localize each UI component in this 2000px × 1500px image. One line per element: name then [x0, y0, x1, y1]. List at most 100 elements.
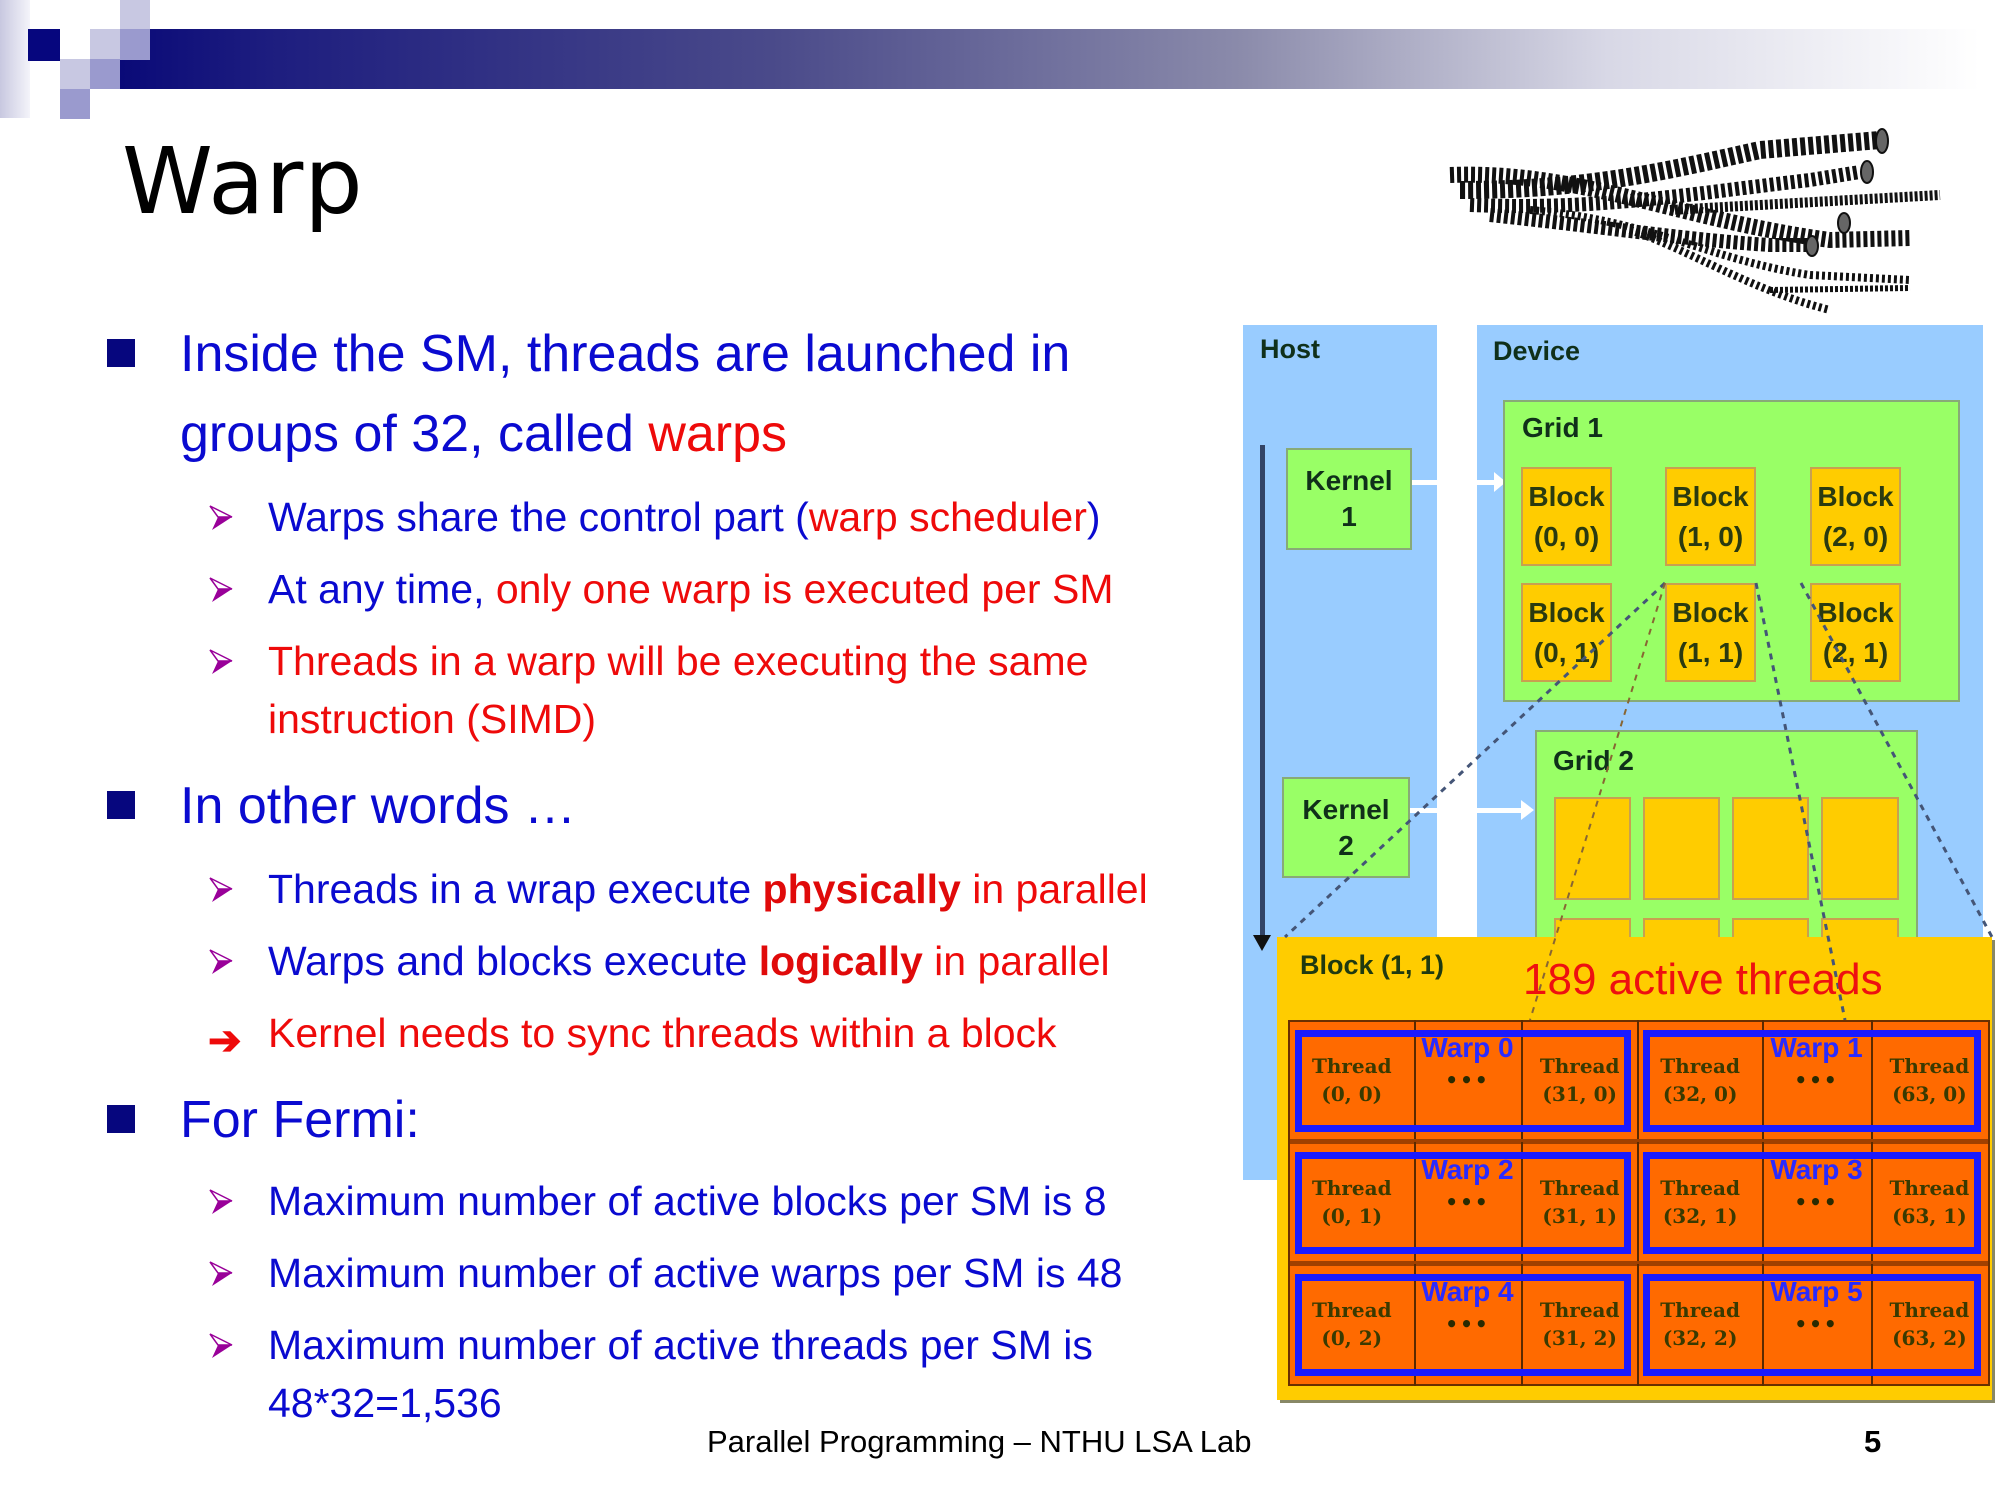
thread-index: (31, 1): [1542, 1204, 1617, 1228]
active-threads-label: 189 active threads: [1523, 955, 1883, 1004]
block-index: (1, 1): [1677, 636, 1744, 668]
grid-2-label: Grid 2: [1553, 745, 1634, 776]
arrow-right-icon: [1521, 800, 1534, 820]
page-number: 5: [1864, 1424, 1882, 1459]
half-divider: [1637, 1020, 1639, 1142]
grid-1-label: Grid 1: [1522, 412, 1603, 443]
grid-2-block: [1732, 797, 1809, 900]
ellipsis-icon: •••: [1445, 1068, 1490, 1092]
thread-index: (63, 1): [1892, 1204, 1967, 1228]
warp-frame: [1295, 1274, 1631, 1376]
grid-2-block: [1821, 797, 1899, 900]
block-label: Block: [1817, 596, 1894, 628]
bullet-text: For Fermi:: [180, 1091, 420, 1149]
arrowhead-bullet-icon: [209, 505, 233, 530]
header-square: [90, 29, 120, 59]
thread-index: (0, 1): [1321, 1204, 1383, 1228]
thread-index: (63, 2): [1892, 1326, 1967, 1350]
wire-rope-illustration: [1449, 128, 1941, 314]
grid-block-highlighted: Block (1, 1): [1665, 583, 1756, 682]
bullet-text: Maximum number of active threads per SM …: [268, 1322, 1093, 1426]
grid-block: Block(1, 0): [1665, 467, 1756, 566]
bullet-level2: Maximum number of active warps per SM is…: [209, 1244, 1248, 1302]
bullet-text: Warps share the control part (: [268, 494, 809, 540]
thread-index: (31, 2): [1542, 1326, 1617, 1350]
bullet-text-highlight: Threads in a warp will be executing the …: [268, 638, 1089, 742]
bullet-text-emphasis: physically: [762, 866, 961, 912]
thread-label: Thread: [1660, 1176, 1740, 1200]
warp-label: Warp 4: [1421, 1276, 1514, 1307]
thread-cell: Thread(0, 2): [1290, 1296, 1414, 1352]
column-divider: [1870, 1142, 1873, 1264]
ellipsis-icon: •••: [1794, 1068, 1839, 1092]
bullet-text-highlight: Kernel needs to sync threads within a bl…: [268, 1010, 1057, 1056]
column-divider: [1413, 1264, 1416, 1386]
block-label: Block: [1672, 596, 1749, 628]
warp-label: Warp 5: [1770, 1276, 1863, 1307]
ellipsis-icon: •••: [1794, 1312, 1839, 1336]
square-bullet-icon: [107, 1105, 135, 1133]
thread-label: Thread: [1539, 1176, 1620, 1200]
block-label: Block: [1817, 480, 1894, 512]
timeline-line: [1260, 445, 1265, 940]
bullet-level1: In other words …: [107, 766, 1240, 846]
thread-index: (63, 0): [1892, 1082, 1967, 1106]
warp-label: Warp 3: [1770, 1154, 1863, 1185]
block-index: (0, 0): [1533, 520, 1600, 552]
half-divider: [1637, 1264, 1639, 1386]
warp-frame: [1295, 1152, 1631, 1254]
kernel-number: 2: [1338, 829, 1354, 861]
block-index: (2, 0): [1822, 520, 1889, 552]
ellipsis-icon: •••: [1445, 1190, 1490, 1214]
bullet-text: ): [1086, 494, 1101, 540]
bullet-text: Maximum number of active warps per SM is…: [268, 1250, 1123, 1296]
bullet-level1: For Fermi:: [107, 1080, 1240, 1160]
thread-label: Thread: [1889, 1298, 1970, 1322]
thread-label: Thread: [1660, 1298, 1740, 1322]
slide-title: Warp: [122, 128, 364, 235]
bullet-text-highlight: warp scheduler: [808, 494, 1087, 540]
thread-cell: Thread(63, 1): [1871, 1174, 1988, 1230]
column-divider: [1521, 1142, 1524, 1264]
bullet-text-highlight: in parallel: [922, 938, 1110, 984]
bullet-level2: Warps and blocks execute logically in pa…: [209, 932, 1248, 990]
warp-frame: [1643, 1274, 1981, 1376]
block-label: Block: [1672, 480, 1749, 512]
thread-cell: Thread (31, 2): [1521, 1296, 1638, 1352]
warp-label: Warp 2: [1421, 1154, 1514, 1185]
column-divider: [1762, 1020, 1765, 1142]
bullet-text: Maximum number of active blocks per SM i…: [268, 1178, 1107, 1224]
block-detail-label: Block (1, 1): [1300, 950, 1445, 980]
warp-frame: [1643, 1030, 1981, 1132]
host-label: Host: [1260, 334, 1320, 364]
ellipsis-icon: •••: [1794, 1190, 1839, 1214]
bullet-text-emphasis: logically: [758, 938, 923, 984]
thread-cell: Thread(32, 1): [1638, 1174, 1762, 1230]
thread-label: Thread: [1311, 1298, 1392, 1322]
header-square: [90, 59, 120, 89]
right-arrow-icon: ➔: [208, 1019, 242, 1063]
kernel-1-box: Kernel 1: [1286, 448, 1412, 550]
device-label: Device: [1493, 336, 1581, 366]
column-divider: [1521, 1264, 1524, 1386]
bullet-text: Inside the SM, threads are launched in g…: [180, 325, 1071, 463]
thread-cell: Thread(31, 0): [1521, 1052, 1638, 1108]
kernel-label: Kernel: [1302, 793, 1390, 825]
arrowhead-bullet-icon: [209, 577, 233, 602]
thread-index: (32, 0): [1662, 1082, 1738, 1106]
arrowhead-bullet-icon: [209, 649, 233, 674]
thread-label: Thread: [1539, 1298, 1620, 1322]
half-divider: [1637, 1142, 1639, 1264]
bullet-level2: At any time, only one warp is executed p…: [209, 560, 1248, 618]
warp-label: Warp 0: [1421, 1032, 1514, 1063]
thread-cell: Thread(63, 0): [1871, 1052, 1988, 1108]
thread-index: (31, 0): [1542, 1082, 1617, 1106]
square-bullet-icon: [107, 791, 135, 819]
column-divider: [1413, 1020, 1416, 1142]
launch-arrow-2: [1477, 808, 1521, 813]
thread-cell: Thread(32, 0): [1638, 1052, 1762, 1108]
column-divider: [1870, 1020, 1873, 1142]
warp-frame: [1643, 1152, 1981, 1254]
grid-block: Block(0, 1): [1521, 583, 1612, 682]
thread-cell: Thread(0, 1): [1290, 1174, 1414, 1230]
